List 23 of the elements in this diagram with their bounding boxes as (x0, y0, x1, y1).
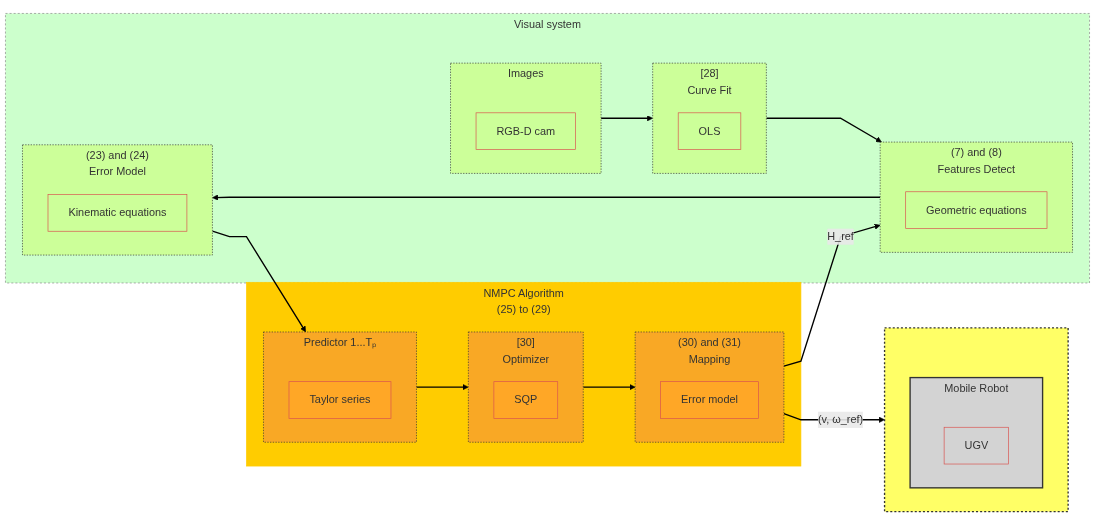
edge-label: (v, ω_ref) (817, 413, 864, 426)
node-box: Geometric equations (905, 191, 1048, 229)
node-label: (7) and (8) (950, 146, 1002, 159)
arrow (765, 117, 882, 143)
node-box: RGB-D cam (475, 112, 576, 150)
node-label: [28] (700, 67, 719, 80)
arrow (415, 384, 469, 391)
arrow (600, 115, 653, 122)
cluster (883, 327, 1069, 513)
node-box: Taylor series (288, 381, 392, 419)
arrow (211, 230, 306, 333)
arrow (783, 223, 881, 367)
node-box: UGV (943, 426, 1009, 465)
node-label: (30) and (31) (678, 336, 741, 349)
node-box: Error model (660, 381, 759, 419)
node-box: OLS (677, 112, 742, 150)
node-box: SQP (493, 381, 559, 419)
edge-label: H_ref (827, 230, 854, 243)
node-label: (23) and (24) (85, 149, 149, 162)
arrow (582, 384, 636, 391)
node-box: Kinematic equations (47, 194, 188, 232)
arrow (212, 194, 881, 201)
node-label: [30] (516, 336, 535, 349)
